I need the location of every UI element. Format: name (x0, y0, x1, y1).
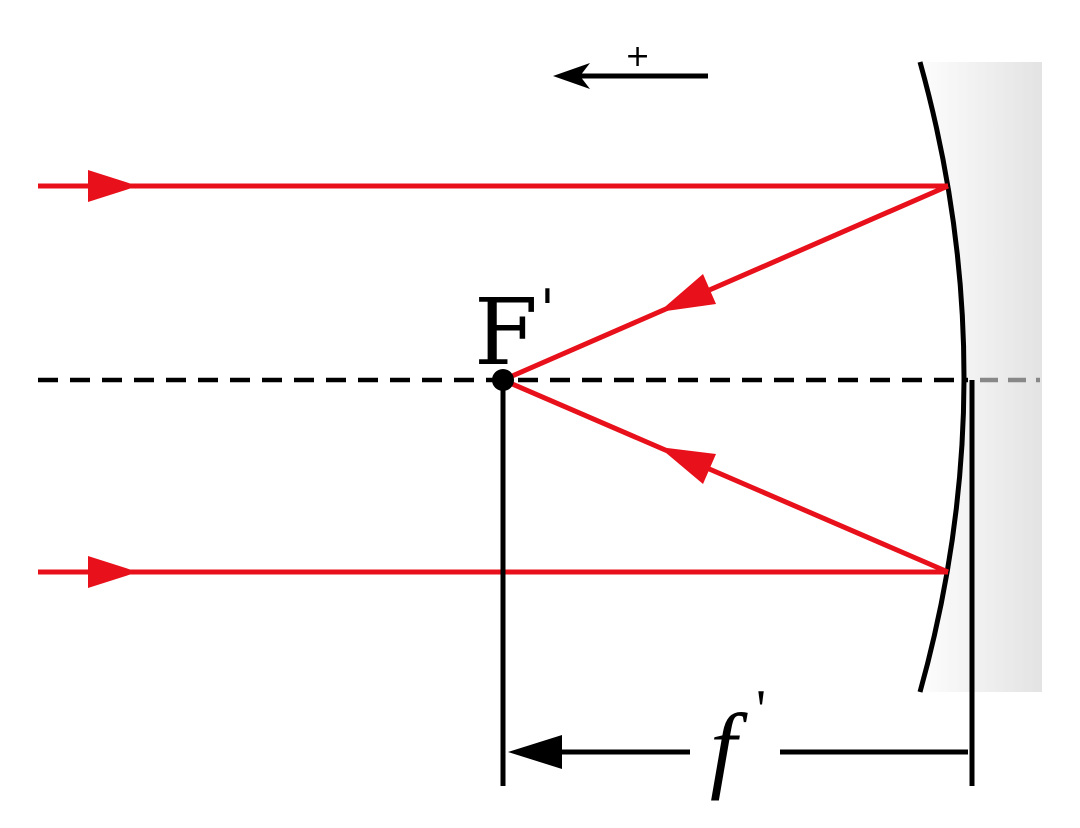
focal-length-label: f (710, 694, 748, 801)
arrowhead-icon (659, 447, 716, 484)
reflected-ray-bottom (502, 377, 949, 575)
mirror-body (920, 62, 1042, 692)
arrowhead-icon (659, 274, 716, 312)
sign-convention-label: + (625, 39, 650, 74)
arrowhead-icon (553, 63, 590, 89)
focal-length-prime: ' (756, 679, 766, 741)
arrowhead-icon (88, 556, 138, 588)
focal-point-label: F (474, 279, 538, 386)
arrowhead-icon (88, 170, 138, 202)
focal-point-prime: ' (540, 278, 555, 341)
reflected-ray-top (502, 183, 949, 383)
mirror-surface (917, 61, 967, 693)
arrowhead-icon (508, 735, 562, 769)
